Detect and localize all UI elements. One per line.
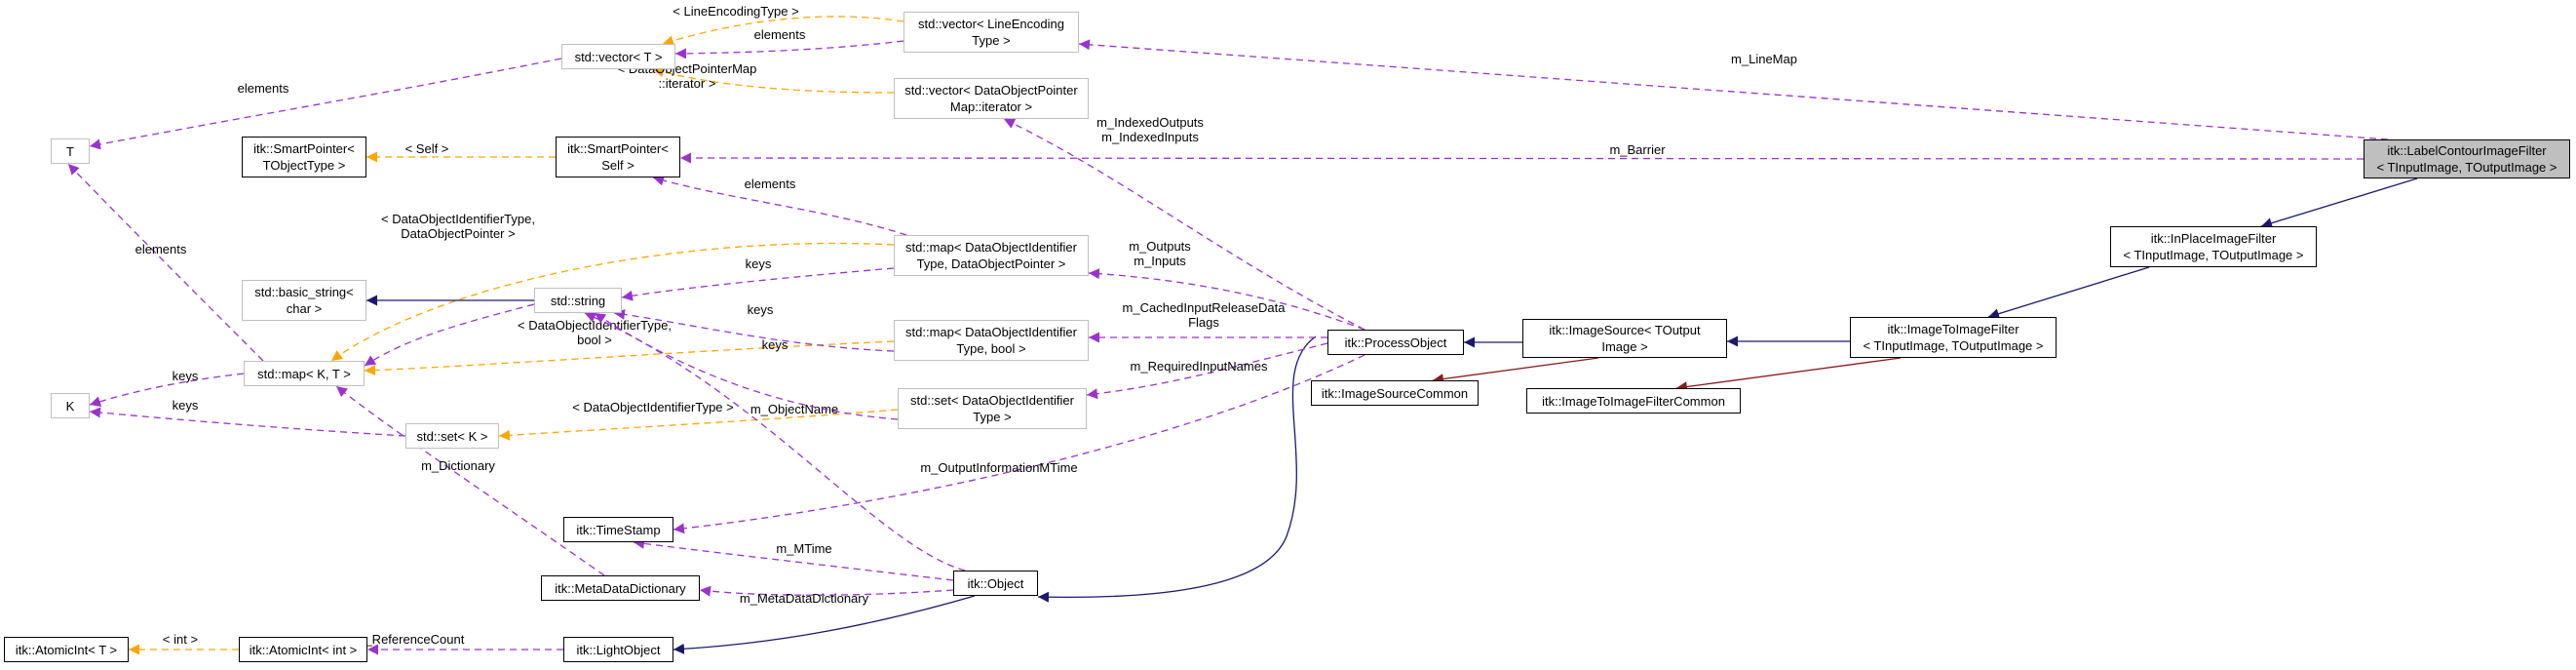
edge-map-doi-bool-mapkt — [364, 340, 895, 376]
node-time-stamp[interactable]: itk::TimeStamp — [563, 517, 673, 542]
edge-object-timestamp-label: m_MTime — [776, 541, 831, 556]
edge-processobject-timestamp-label: m_OutputInformationMTime — [920, 460, 1077, 475]
edge-setdoi-string — [594, 312, 899, 420]
edge-setk-k-label: keys — [173, 398, 199, 413]
edge-setdoi-setk-label: < DataObjectIdentifierType > — [572, 400, 733, 414]
edge-setk-k — [89, 407, 406, 437]
edge-mdd-mapkt-label: m_Dictionary — [421, 458, 495, 473]
node-map-doi-bool[interactable]: std::map< DataObjectIdentifier Type, boo… — [894, 320, 1089, 361]
edge-mapkt-k-label: keys — [173, 369, 199, 383]
edge-string-mapkt — [364, 303, 535, 367]
node-vector-line-encoding[interactable]: std::vector< LineEncoding Type > — [904, 12, 1079, 53]
edge-map-doi-dop-sp-label: elements — [745, 177, 796, 191]
edge-labelcontour-inplace — [2260, 177, 2418, 229]
node-atomic-int-t[interactable]: itk::AtomicInt< T > — [4, 637, 129, 662]
edge-map-doi-dop-mapkt — [330, 242, 895, 362]
edge-t-mapkt-label: elements — [135, 242, 187, 256]
node-image-to-image-filter-common[interactable]: itk::ImageToImageFilterCommon — [1526, 388, 1741, 414]
edge-object-mdd — [699, 585, 954, 597]
edge-object-mdd-label: m_MetaDataDictionary — [740, 591, 869, 606]
edge-object-string-label: m_ObjectName — [750, 402, 838, 416]
edge-vectort-t-label: elements — [238, 81, 289, 96]
edge-map-doi-dop-mapkt-label: < DataObjectIdentifierType,DataObjectPoi… — [381, 212, 535, 241]
node-map-k-t[interactable]: std::map< K, T > — [244, 361, 365, 386]
edge-map-doi-dop-sp — [652, 175, 907, 236]
edge-object-timestamp — [633, 537, 954, 581]
edge-dopiterator-vectort — [652, 66, 895, 94]
edge-string-map-doi-dop-label: keys — [746, 256, 772, 271]
edge-processobject-object — [1037, 335, 1317, 603]
edge-processobject-timestamp — [673, 354, 1365, 534]
node-string[interactable]: std::string — [534, 288, 622, 313]
edge-t-mapkt — [67, 163, 264, 362]
node-label-contour-image-filter[interactable]: itk::LabelContourImageFilter < TInputIma… — [2364, 139, 2570, 178]
edge-vectorelements — [674, 40, 904, 59]
edge-atomicint-t-label: < int > — [163, 632, 198, 647]
node-inplace-image-filter[interactable]: itk::InPlaceImageFilter < TInputImage, T… — [2110, 226, 2317, 267]
node-object[interactable]: itk::Object — [953, 571, 1038, 596]
node-smart-pointer-tobject[interactable]: itk::SmartPointer< TObjectType > — [242, 137, 366, 177]
node-image-source-common[interactable]: itk::ImageSourceCommon — [1311, 380, 1479, 406]
edge-processobject-required-label: m_RequiredInputNames — [1131, 359, 1268, 374]
node-smart-pointer-self[interactable]: itk::SmartPointer< Self > — [556, 137, 680, 177]
edge-object-lightobject — [673, 595, 976, 654]
edge-map-doi-bool-mapkt-label: < DataObjectIdentifierType,bool > — [518, 318, 672, 347]
node-process-object[interactable]: itk::ProcessObject — [1327, 330, 1464, 355]
node-atomic-int-int[interactable]: itk::AtomicInt< int > — [239, 637, 367, 662]
edge-processobject-required — [1086, 342, 1328, 400]
edge-vectorelements-label: elements — [754, 27, 806, 42]
node-k[interactable]: K — [51, 393, 90, 418]
edge-linemap-label: m_LineMap — [1731, 52, 1797, 66]
node-image-to-image-filter[interactable]: itk::ImageToImageFilter < TInputImage, T… — [1850, 317, 2057, 358]
edge-string-mapkt-label: keys — [748, 302, 774, 317]
edge-processobject-outputs — [1088, 268, 1365, 331]
edge-string-mapdoibool — [613, 308, 895, 352]
edge-processobject-indexed — [1003, 118, 1365, 331]
edge-inplace-imagetoimage — [1987, 266, 2150, 320]
node-image-source[interactable]: itk::ImageSource< TOutput Image > — [1522, 319, 1727, 358]
node-meta-data-dictionary[interactable]: itk::MetaDataDictionary — [541, 575, 700, 601]
edge-object-string — [584, 312, 966, 571]
edge-mdd-mapkt — [335, 385, 605, 576]
edge-vectort-t — [89, 58, 562, 150]
node-map-doi-dop[interactable]: std::map< DataObjectIdentifier Type, Dat… — [894, 235, 1089, 276]
node-light-object[interactable]: itk::LightObject — [563, 637, 673, 662]
edge-barrier-label: m_Barrier — [1609, 142, 1666, 157]
edge-string-map-doi-dop — [621, 267, 895, 301]
node-set-doi[interactable]: std::set< DataObjectIdentifier Type > — [898, 388, 1087, 429]
node-set-k[interactable]: std::set< K > — [405, 423, 499, 449]
edge-barrier — [679, 152, 2365, 164]
node-t[interactable]: T — [51, 138, 90, 164]
node-vector-dop-iterator[interactable]: std::vector< DataObjectPointer Map::iter… — [894, 78, 1089, 119]
edge-mapkt-k — [89, 373, 245, 407]
edge-lightobject-atomicint-label: m_ReferenceCount — [355, 632, 465, 647]
edge-lineencoding-vectort-label: < LineEncodingType > — [673, 4, 798, 19]
edge-string-mapdoibool-label: keys — [762, 337, 788, 352]
edge-spself-spobject-label: < Self > — [405, 141, 449, 156]
node-vector-t[interactable]: std::vector< T > — [561, 44, 675, 69]
node-basic-string[interactable]: std::basic_string< char > — [242, 280, 366, 321]
edge-imagesource-sourcecommon — [1432, 357, 1599, 384]
edge-imagetoimage-common — [1675, 357, 1902, 392]
edge-lineencoding-vectort — [662, 16, 904, 46]
edge-linemap — [1078, 39, 2389, 140]
